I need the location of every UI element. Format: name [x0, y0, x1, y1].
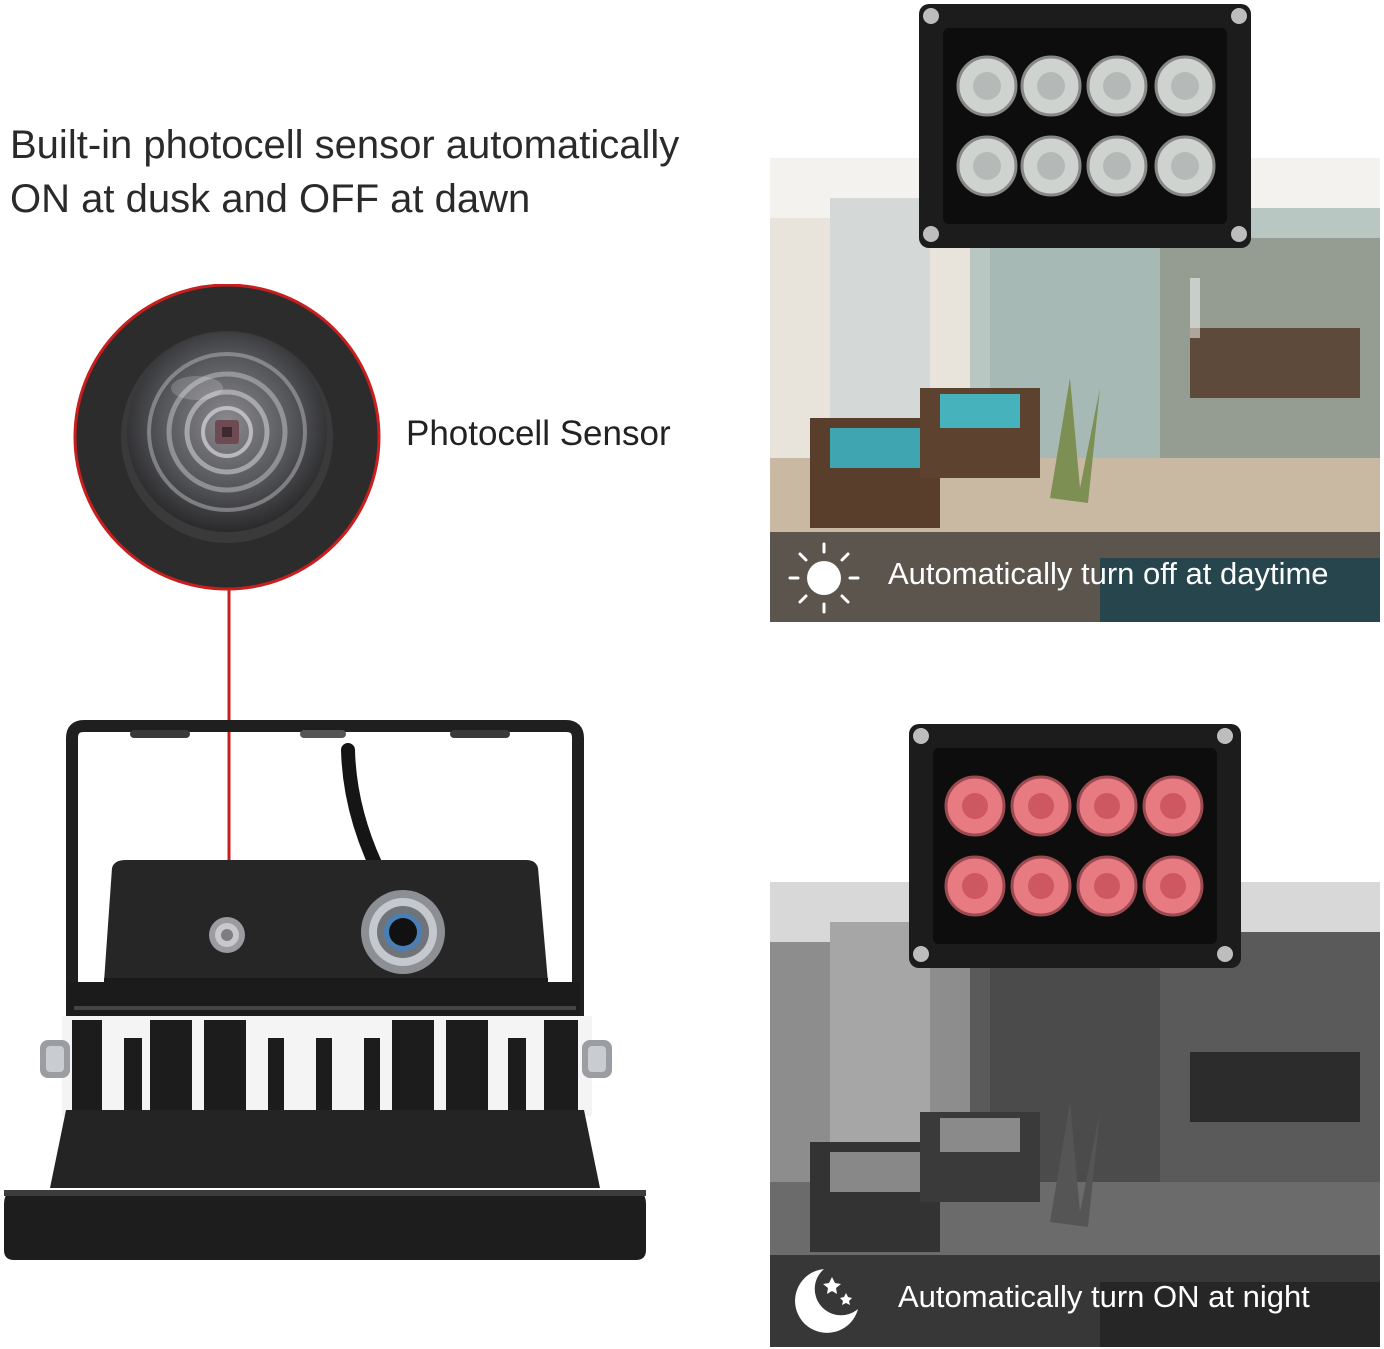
headline-line-2: ON at dusk and OFF at dawn: [10, 177, 531, 221]
daytime-scene-photo: Automatically turn off at daytime: [770, 158, 1380, 622]
ir-lamp-on: [909, 724, 1241, 968]
photocell-sensor-label: Photocell Sensor: [406, 414, 671, 453]
headline-line-1: Built-in photocell sensor automatically: [10, 123, 680, 167]
daytime-caption-bar: Automatically turn off at daytime: [770, 532, 1380, 622]
night-caption-bar: Automatically turn ON at night: [770, 1255, 1380, 1347]
photocell-zoom-circle: [73, 284, 381, 591]
ir-lamp-off: [919, 4, 1251, 248]
daytime-caption: Automatically turn off at daytime: [888, 556, 1329, 591]
floodlight-device: [4, 720, 646, 1260]
moon-stars-icon: [795, 1269, 858, 1333]
sun-icon: [788, 542, 860, 614]
night-caption: Automatically turn ON at night: [898, 1279, 1310, 1314]
headline: Built-in photocell sensor automatically …: [10, 118, 750, 226]
